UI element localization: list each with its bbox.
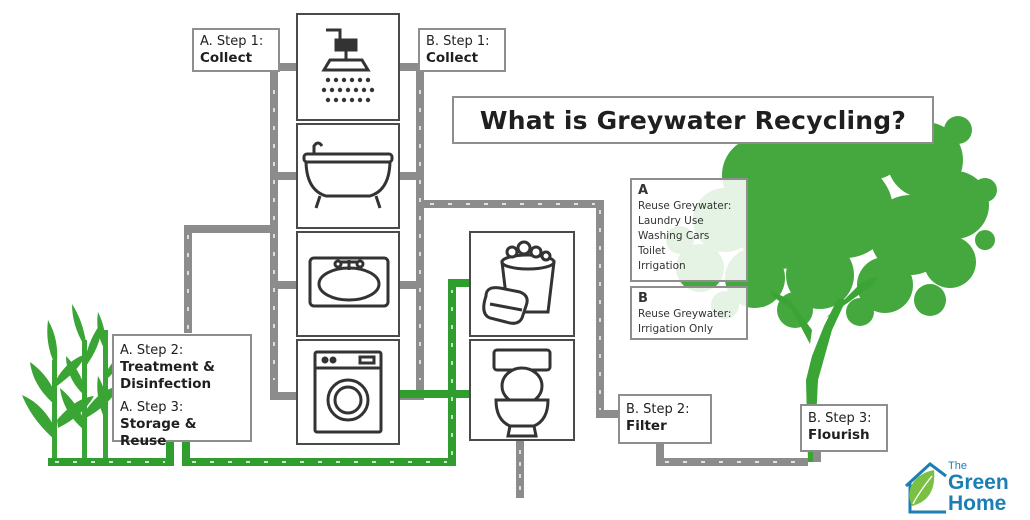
plants — [22, 304, 128, 460]
toilet-icon — [492, 348, 552, 438]
label-b-step1-value: Collect — [426, 50, 479, 66]
option-b-box: B Reuse Greywater: Irrigation Only — [630, 286, 748, 340]
green-pipe-arrows — [55, 290, 453, 463]
label-a-step3-value: Storage & Reuse — [120, 416, 197, 449]
label-a-step3-label: A. Step 3: — [120, 400, 184, 415]
bucket-sponge-icon — [482, 240, 556, 325]
logo-line-1: The — [948, 460, 967, 472]
label-a-step1-label: A. Step 1: — [200, 34, 264, 49]
logo-line-2: Green — [948, 471, 1009, 494]
option-a-use: Toilet — [638, 245, 666, 257]
option-a-letter: A — [638, 183, 649, 198]
label-a-step2-3: A. Step 2: Treatment & Disinfection A. S… — [112, 334, 252, 449]
label-a-step1-value: Collect — [200, 50, 253, 66]
label-b-step2-value: Filter — [626, 418, 667, 434]
shower-icon — [321, 28, 375, 103]
option-b-use: Irrigation Only — [638, 323, 714, 335]
sink-icon — [308, 256, 390, 308]
option-a-box: A Reuse Greywater: Laundry Use Washing C… — [630, 178, 748, 282]
label-b-step3-label: B. Step 3: — [808, 411, 872, 426]
option-a-use: Irrigation — [638, 260, 686, 272]
option-a-use: Laundry Use — [638, 215, 704, 227]
label-b-step3-value: Flourish — [808, 427, 870, 443]
grey-pipe-arrows — [187, 90, 805, 495]
label-a-step2-value-2: Disinfection — [120, 376, 212, 392]
washing-machine-icon — [313, 350, 383, 434]
option-b-letter: B — [638, 291, 648, 306]
logo-line-3: Home — [948, 492, 1007, 515]
logo: The Green Home — [948, 460, 1009, 515]
option-b-heading: Reuse Greywater: — [638, 308, 732, 320]
page-title: What is Greywater Recycling? — [452, 96, 934, 144]
label-b-step2: B. Step 2: Filter — [618, 394, 712, 444]
logo-leaf-icon — [909, 470, 935, 506]
label-b-step1: B. Step 1: Collect — [418, 28, 506, 72]
bathtub-icon — [302, 141, 394, 209]
label-a-step2-value-1: Treatment & — [120, 359, 215, 375]
label-a-step2-label: A. Step 2: — [120, 343, 184, 358]
label-b-step1-label: B. Step 1: — [426, 34, 490, 49]
green-pipes — [48, 279, 470, 466]
label-b-step3: B. Step 3: Flourish — [800, 404, 888, 452]
option-a-use: Washing Cars — [638, 230, 710, 242]
option-a-heading: Reuse Greywater: — [638, 200, 732, 212]
label-b-step2-label: B. Step 2: — [626, 402, 690, 417]
label-a-step1: A. Step 1: Collect — [192, 28, 280, 72]
